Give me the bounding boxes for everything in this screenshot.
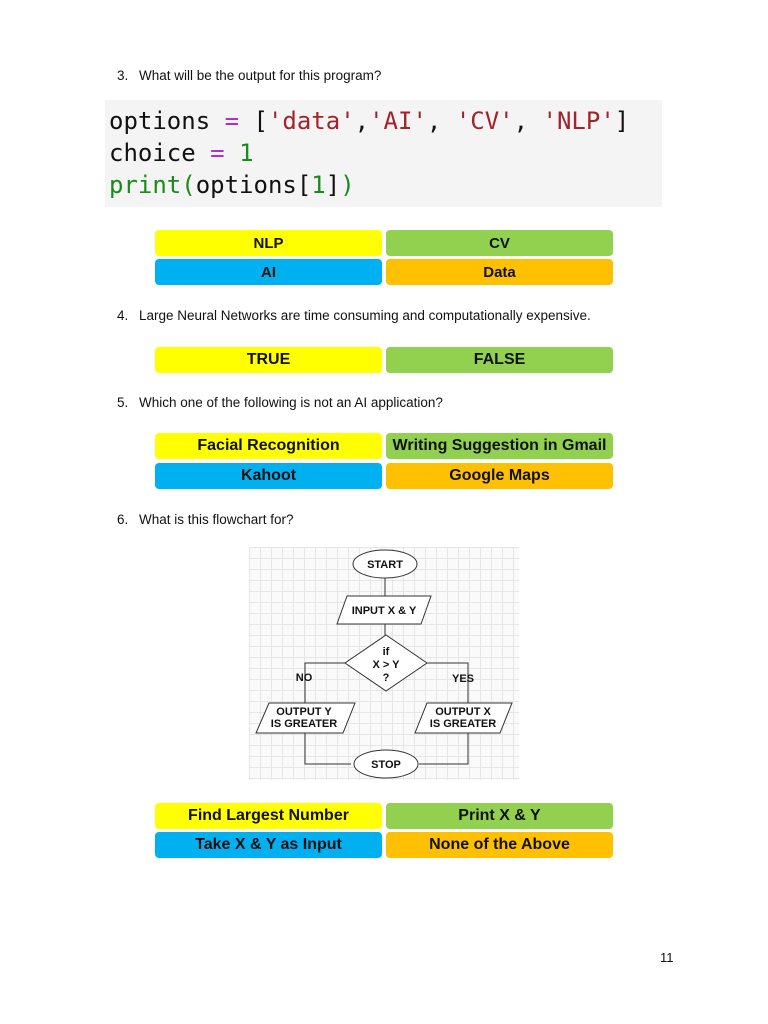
option-false[interactable]: FALSE xyxy=(386,347,613,373)
question-3: 3.What will be the output for this progr… xyxy=(117,68,382,83)
svg-text:STOP: STOP xyxy=(371,759,401,771)
svg-text:?: ? xyxy=(383,672,390,684)
svg-text:OUTPUT X: OUTPUT X xyxy=(435,706,491,718)
start-node xyxy=(352,549,418,579)
svg-text:INPUT X & Y: INPUT X & Y xyxy=(352,605,417,617)
page-number: 11 xyxy=(660,950,674,965)
output-x-node xyxy=(414,702,513,734)
option-data[interactable]: Data xyxy=(386,259,613,285)
output-y-node xyxy=(255,702,356,734)
option-find-largest[interactable]: Find Largest Number xyxy=(155,803,382,829)
decision-node xyxy=(344,634,428,692)
stop-node xyxy=(353,749,419,779)
flowchart: START INPUT X & Y if X > Y ? NO YES OUTP… xyxy=(249,547,519,780)
svg-text:NO: NO xyxy=(296,672,313,684)
svg-text:IS GREATER: IS GREATER xyxy=(430,718,496,730)
option-ai[interactable]: AI xyxy=(155,259,382,285)
option-print-xy[interactable]: Print X & Y xyxy=(386,803,613,829)
option-writing-suggestion[interactable]: Writing Suggestion in Gmail xyxy=(386,433,613,459)
svg-text:IS GREATER: IS GREATER xyxy=(271,718,337,730)
option-cv[interactable]: CV xyxy=(386,230,613,256)
svg-text:OUTPUT Y: OUTPUT Y xyxy=(276,706,332,718)
svg-text:START: START xyxy=(367,559,403,571)
option-kahoot[interactable]: Kahoot xyxy=(155,463,382,489)
svg-text:YES: YES xyxy=(452,673,474,685)
question-4: 4.Large Neural Networks are time consumi… xyxy=(117,308,591,323)
option-facial-recognition[interactable]: Facial Recognition xyxy=(155,433,382,459)
question-5: 5.Which one of the following is not an A… xyxy=(117,395,443,410)
svg-text:if: if xyxy=(383,646,390,658)
input-node xyxy=(336,595,432,625)
svg-text:X > Y: X > Y xyxy=(372,659,400,671)
option-take-input[interactable]: Take X & Y as Input xyxy=(155,832,382,858)
option-google-maps[interactable]: Google Maps xyxy=(386,463,613,489)
question-6: 6.What is this flowchart for? xyxy=(117,512,294,527)
option-none[interactable]: None of the Above xyxy=(386,832,613,858)
code-snippet: options = ['data','AI', 'CV', 'NLP']choi… xyxy=(105,100,662,207)
option-true[interactable]: TRUE xyxy=(155,347,382,373)
option-nlp[interactable]: NLP xyxy=(155,230,382,256)
